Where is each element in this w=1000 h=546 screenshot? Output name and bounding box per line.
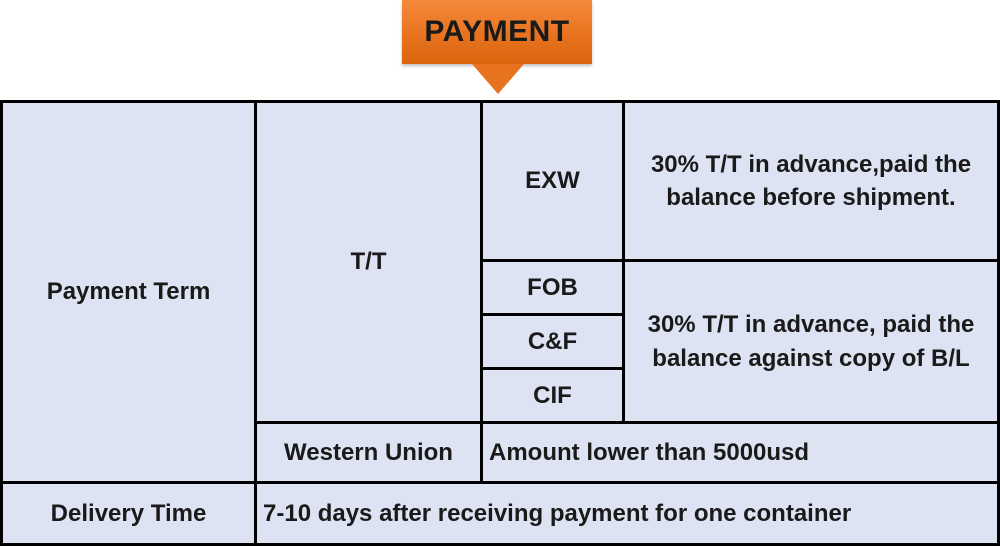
method-tt: T/T [257,103,480,421]
exw-payment-note: 30% T/T in advance,paid the balance befo… [625,103,997,259]
payment-banner: PAYMENT [402,0,592,64]
delivery-time-label: Delivery Time [3,484,254,543]
incoterm-exw: EXW [483,103,622,259]
incoterm-fob: FOB [483,262,622,313]
payment-table: Payment Term T/T EXW 30% T/T in advance,… [0,100,1000,546]
incoterm-cf: C&F [483,316,622,367]
payment-title: PAYMENT [424,15,570,48]
fob-cf-cif-payment-note: 30% T/T in advance, paid the balance aga… [625,262,997,421]
payment-term-label: Payment Term [3,103,254,481]
incoterm-cif: CIF [483,370,622,421]
down-arrow-icon [472,64,524,94]
method-western-union: Western Union [257,424,480,481]
delivery-time-value: 7-10 days after receiving payment for on… [257,484,997,543]
western-union-note: Amount lower than 5000usd [483,424,997,481]
